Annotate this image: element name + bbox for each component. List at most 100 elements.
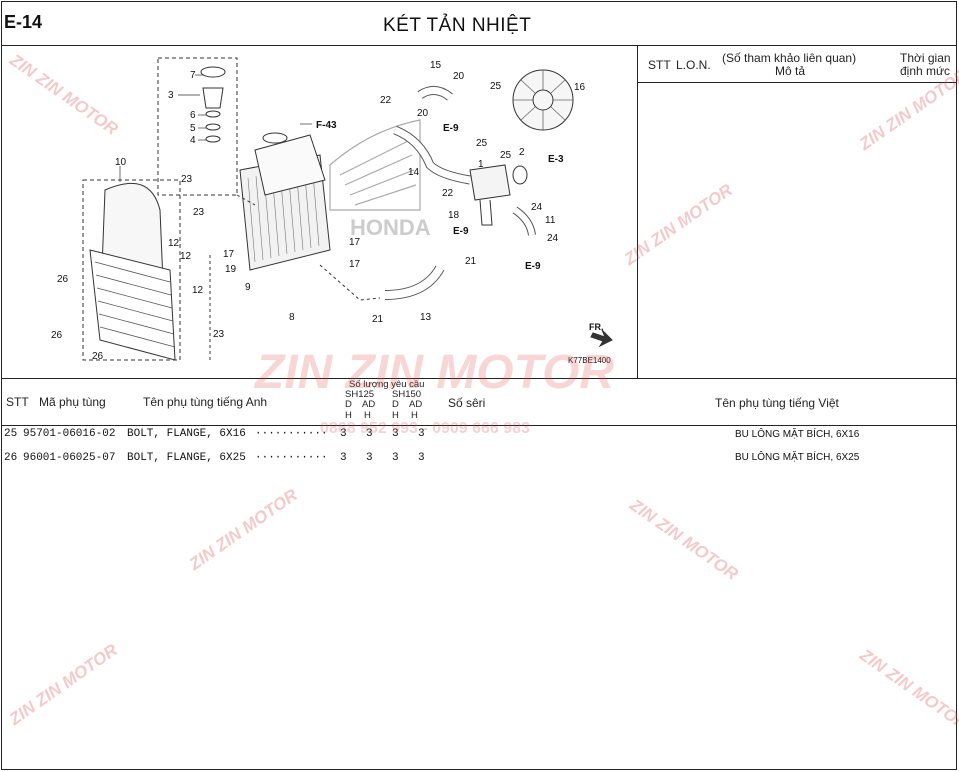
svg-text:25: 25 — [490, 81, 502, 92]
svg-text:23: 23 — [193, 207, 205, 218]
row-26-name-vn: BU LÔNG MẶT BÍCH, 6X25 — [735, 452, 860, 463]
svg-text:6: 6 — [190, 110, 196, 121]
row-25-name-en: BOLT, FLANGE, 6X16 — [127, 428, 246, 440]
svg-text:10: 10 — [115, 157, 127, 168]
row-25-qty-1: 3 — [340, 428, 347, 440]
watermark-main-phone: 0868 952 993 - 0909 666 983 — [320, 420, 530, 437]
svg-text:23: 23 — [181, 174, 193, 185]
exploded-diagram: HONDA — [51, 57, 613, 365]
side-panel-divider — [637, 45, 638, 378]
honda-logo-faint: HONDA — [329, 119, 431, 240]
svg-text:8: 8 — [289, 312, 295, 323]
svg-text:17: 17 — [223, 249, 235, 260]
side-col-time-2: định mức — [900, 64, 951, 78]
side-col-desc: Mô tả — [775, 64, 806, 78]
svg-text:19: 19 — [225, 264, 237, 275]
row-25-name-vn: BU LÔNG MẶT BÍCH, 6X16 — [735, 429, 860, 440]
svg-text:26: 26 — [92, 351, 104, 362]
svg-text:7: 7 — [190, 70, 196, 81]
side-col-ref: (Số tham khảo liên quan) — [722, 51, 857, 65]
col-qty-header: Số lượng yêu cầu — [349, 379, 425, 390]
sub-col-3b: H — [392, 410, 399, 421]
svg-text:20: 20 — [453, 71, 465, 82]
svg-text:26: 26 — [57, 274, 69, 285]
col-stt: STT — [6, 395, 29, 409]
svg-text:22: 22 — [442, 188, 454, 199]
sub-col-2b: H — [364, 410, 371, 421]
row-25-stt: 25 — [4, 428, 18, 440]
side-col-time: Thời gian — [900, 51, 951, 65]
row-26-qty-1: 3 — [340, 452, 347, 464]
col-serial: Số sêri — [448, 396, 486, 410]
side-panel-header-divider — [637, 82, 957, 83]
svg-text:9: 9 — [245, 282, 251, 293]
sub-col-3: D — [392, 399, 399, 410]
svg-text:11: 11 — [545, 215, 556, 226]
svg-text:2: 2 — [519, 147, 525, 158]
col-model-2: SH150 — [392, 389, 422, 400]
watermark-main-brand: ZIN ZIN MOTOR — [255, 346, 615, 399]
sub-col-4b: H — [411, 410, 418, 421]
svg-text:HONDA: HONDA — [350, 215, 431, 240]
svg-text:12: 12 — [192, 285, 204, 296]
svg-text:21: 21 — [372, 314, 384, 325]
sub-col-1b: H — [345, 410, 352, 421]
svg-text:5: 5 — [190, 123, 196, 134]
row-25-qty-2: 3 — [366, 428, 373, 440]
svg-text:22: 22 — [380, 95, 392, 106]
svg-text:26: 26 — [51, 330, 63, 341]
svg-text:14: 14 — [408, 167, 420, 178]
svg-text:21: 21 — [465, 256, 477, 267]
svg-text:E-3: E-3 — [548, 154, 564, 165]
header-divider — [1, 45, 957, 46]
svg-text:3: 3 — [168, 90, 174, 101]
side-col-stt: STT — [648, 58, 671, 72]
watermark-main: ZIN ZIN MOTOR — [255, 345, 614, 400]
svg-text:24: 24 — [547, 233, 559, 244]
svg-text:13: 13 — [420, 312, 432, 323]
row-26-name-en: BOLT, FLANGE, 6X25 — [127, 452, 246, 464]
row-26-qty-3: 3 — [392, 452, 399, 464]
svg-text:25: 25 — [500, 150, 512, 161]
sub-col-2: AD — [362, 399, 376, 410]
svg-text:17: 17 — [349, 259, 361, 270]
col-model-1: SH125 — [345, 389, 375, 400]
svg-text:12: 12 — [168, 238, 180, 249]
row-26-part-no: 96001-06025-07 — [23, 452, 116, 464]
page-title: KÉT TẢN NHIỆT — [383, 15, 532, 36]
col-name-vn: Tên phụ tùng tiếng Việt — [715, 396, 839, 410]
svg-text:4: 4 — [190, 135, 196, 146]
col-name-en: Tên phụ tùng tiếng Anh — [143, 395, 268, 409]
row-26-stt: 26 — [4, 452, 18, 464]
svg-text:25: 25 — [476, 138, 488, 149]
row-25-part-no: 95701-06016-02 — [23, 428, 116, 440]
svg-text:E-9: E-9 — [525, 261, 541, 272]
svg-text:F-43: F-43 — [316, 120, 337, 131]
svg-text:24: 24 — [531, 202, 543, 213]
table-top-divider — [1, 378, 957, 379]
svg-text:17: 17 — [349, 237, 361, 248]
svg-text:E-9: E-9 — [443, 123, 459, 134]
svg-text:15: 15 — [430, 60, 442, 71]
row-26-qty-2: 3 — [366, 452, 373, 464]
fr-label: FR. — [589, 322, 604, 332]
side-col-lon: L.O.N. — [676, 58, 711, 72]
row-25-dots: ··········· — [255, 428, 328, 440]
row-26-qty-4: 3 — [418, 452, 425, 464]
row-26-dots: ··········· — [255, 452, 328, 464]
row-25-qty-4: 3 — [418, 428, 425, 440]
svg-text:12: 12 — [180, 251, 192, 262]
svg-text:18: 18 — [448, 210, 460, 221]
col-part-no: Mã phụ tùng — [39, 395, 106, 409]
row-25-qty-3: 3 — [392, 428, 399, 440]
svg-text:1: 1 — [478, 159, 484, 170]
svg-text:23: 23 — [213, 329, 225, 340]
svg-text:20: 20 — [417, 108, 429, 119]
sub-col-1: D — [345, 399, 352, 410]
table-header-divider — [1, 425, 957, 426]
svg-text:16: 16 — [574, 82, 586, 93]
section-code: E-14 — [4, 12, 43, 32]
sub-col-4: AD — [409, 399, 423, 410]
